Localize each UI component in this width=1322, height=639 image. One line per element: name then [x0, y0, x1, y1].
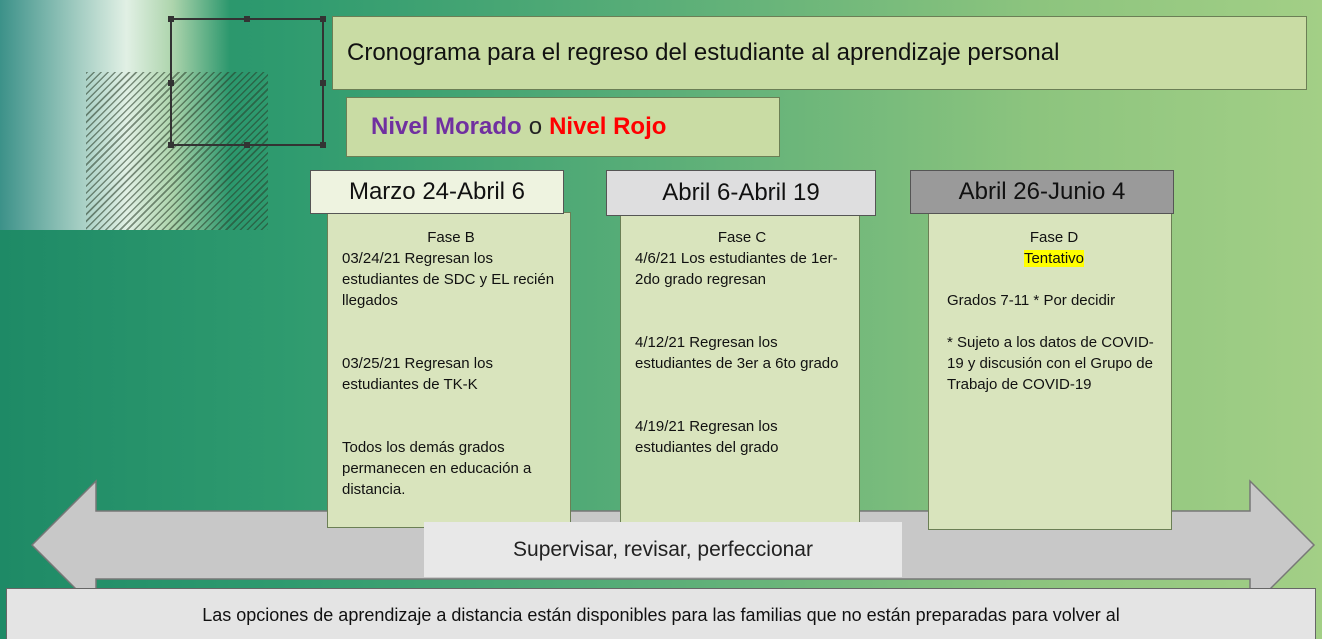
phase-description: 03/24/21 Regresan los estudiantes de SDC…	[342, 250, 555, 498]
phase-card-c: Fase C 4/6/21 Los estudiantes de 1er-2do…	[620, 212, 860, 528]
level-indicator: Nivel Morado o Nivel Rojo	[346, 97, 780, 157]
footer-note: Las opciones de aprendizaje a distancia …	[6, 588, 1316, 639]
phase-dates-c: Abril 6-Abril 19	[606, 170, 876, 216]
decor-hatch-pattern	[86, 72, 268, 230]
phase-description: 4/6/21 Los estudiantes de 1er-2do grado …	[635, 250, 839, 456]
level-separator: o	[528, 113, 543, 140]
arrow-label: Supervisar, revisar, perfeccionar	[424, 522, 902, 577]
level-purple: Nivel Morado	[371, 113, 522, 140]
tentative-badge: Tentativo	[1023, 250, 1085, 267]
phase-name: Fase D	[1029, 229, 1079, 246]
decor-frame	[168, 16, 326, 148]
phase-dates-d: Abril 26-Junio 4	[910, 170, 1174, 214]
phase-name: Fase C	[717, 229, 767, 246]
phase-card-b: Fase B 03/24/21 Regresan los estudiantes…	[327, 212, 571, 528]
phase-description: Grados 7-11 * Por decidir * Sujeto a los…	[947, 292, 1154, 393]
level-red: Nivel Rojo	[549, 113, 667, 140]
page-title: Cronograma para el regreso del estudiant…	[332, 16, 1307, 90]
phase-dates-b: Marzo 24-Abril 6	[310, 170, 564, 214]
phase-card-d: Fase D Tentativo Grados 7-11 * Por decid…	[928, 212, 1172, 530]
phase-name: Fase B	[427, 229, 475, 246]
